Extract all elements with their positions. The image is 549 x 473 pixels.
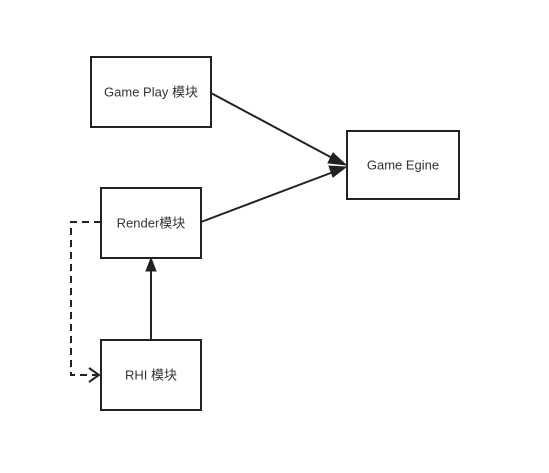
edge-render-to-engine [200, 170, 337, 223]
edge-render-to-rhi-dashed [70, 221, 101, 376]
node-rhi-label: RHI 模块 [125, 368, 177, 383]
node-engine-label: Game Egine [367, 158, 439, 173]
node-gameplay-label: Game Play 模块 [104, 85, 198, 100]
node-game-engine[interactable]: Game Egine [346, 130, 460, 200]
arrowhead-rhi-to-render [145, 256, 157, 272]
node-gameplay-box [90, 56, 212, 128]
arrowhead-gameplay-to-engine [327, 152, 348, 166]
node-engine-box [346, 130, 460, 200]
edges [70, 92, 348, 383]
arrowhead-render-to-rhi [88, 367, 101, 383]
node-rhi-box [100, 339, 202, 411]
node-render-label: Render模块 [117, 216, 186, 231]
node-render-box [100, 187, 202, 259]
node-gameplay-module[interactable]: Game Play 模块 [90, 56, 212, 128]
node-render-module[interactable]: Render模块 [100, 187, 202, 259]
node-rhi-module[interactable]: RHI 模块 [100, 339, 202, 411]
arrowhead-render-to-engine [328, 165, 348, 178]
edge-gameplay-to-engine [210, 92, 337, 161]
